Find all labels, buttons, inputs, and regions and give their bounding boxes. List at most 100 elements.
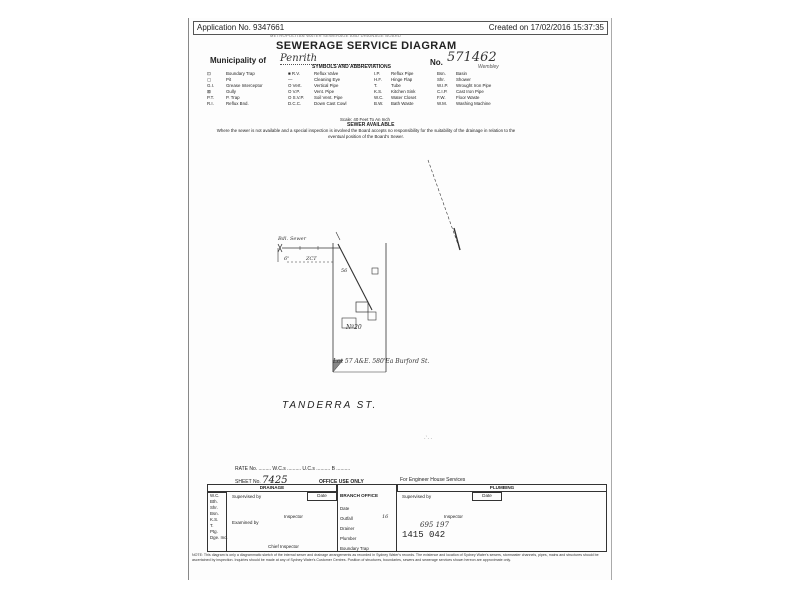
legend-code: G.I. [207,83,215,88]
left-row-label: W.C. [210,493,220,498]
drainage-heading: DRAINAGE [207,484,337,492]
drainage-date-label: Date [307,492,337,501]
branch-office-col [337,484,397,552]
legend-item: Grease Interceptor [226,83,263,88]
legend-code: P.T. [207,95,214,100]
created-timestamp: Created on 17/02/2016 15:37:35 [488,23,604,32]
municipality-value: Penrith [280,53,380,65]
legend-code: K.S. [374,89,383,94]
legend-item: Floor Waste [456,95,480,100]
legend-col-1: Boundary Trap Pit Grease Interceptor Gul… [226,71,263,107]
legend-code: F.W. [437,95,446,100]
sheet-value: 7425 [262,475,288,486]
legend-code: W.I.P. [437,83,449,88]
house-outline [355,301,369,313]
office-use-label: OFFICE USE ONLY [318,479,364,485]
legend-item: Cast Iron Pipe [456,89,484,94]
legend-item: Gully [226,89,237,94]
sewer-label: Sewer [290,236,307,242]
legend-item: Reflux Bnd. [226,101,249,106]
inspector-label: Inspector [284,514,303,519]
legend-item: Boundary Trap [226,71,255,76]
north-arrow [427,159,461,251]
municipality-label: Municipality of [210,56,266,65]
authority-line: METROPOLITAN WATER SEWERAGE AND DRAINAGE… [270,33,402,38]
legend-code: C.I.P. [437,89,448,94]
legend-codes-4: Bsn. Shr. W.I.P. C.I.P. F.W. W.M. [437,71,448,107]
number-upper: 695 197 [420,521,449,529]
legend-item: Cleaning Eye [314,77,341,82]
legend-item: Vertical Pipe [314,83,339,88]
left-row-label: Dge. Inc. [210,535,228,540]
legend-code: T. [374,83,378,88]
legend-code: ■ R.V. [288,71,301,76]
left-row-label: Bth. [210,499,218,504]
legend-code: W.C. [374,95,384,100]
legend-item: Wrought Iron Pipe [456,83,492,88]
sewer-dim-label: Bdl. [278,236,289,242]
branch-row: Boundary Trap [340,546,369,551]
legend-code: Bsn. [437,71,446,76]
lot-address: Lot 57 A&E. 580'Ea Burford St. [333,358,430,365]
legend-code: R.I. [207,101,214,106]
legend-codes-3: I.P. H.F. T. K.S. W.C. B.W. [374,71,384,107]
sheet-number-row: SHEET No. 7425 OFFICE USE ONLY [235,475,364,486]
legend-col-3: Reflux Pipe Hinge Flap Tube Kitchen Sink… [391,71,416,107]
street-name: TANDERRA ST. [282,400,378,411]
house-number: Nº20 [346,324,362,331]
legend-code: Shr. [437,77,445,82]
number-extra: Wembley [478,64,499,70]
left-rows-col [207,492,227,552]
plumbing-supervised-label: Supervised by [402,494,432,499]
legend-item: Washing Machine [456,101,491,106]
legend-codes-2: ■ R.V. — O Vert. O V.P. O S.V.P. D.C.C. [288,71,304,107]
branch-rows: Date Outfall Drainer Plumber Boundary Tr… [340,504,369,554]
legend-col-4: Basin Shower Wrought Iron Pipe Cast Iron… [456,71,491,107]
sheet-label: SHEET No. [235,479,261,485]
plumbing-inspector-label: Inspector [444,514,463,519]
disclaimer-note: Where the sewer is not available and a s… [216,128,516,139]
length-label: 56 [341,268,348,274]
legend-codes-1: ⊡ ▢ G.I. ⊠ P.T. R.I. [207,71,214,107]
legend-item: Shower [456,77,471,82]
chief-inspector-label: Chief Inspector [268,544,299,549]
branch-row: Date [340,506,350,511]
examined-by-label: Examined by [232,520,259,525]
legend-code: O S.V.P. [288,95,305,100]
left-row-label: K.S. [210,517,219,522]
pipe-type-label: ZCT [306,256,317,262]
legend-item: Tube [391,83,401,88]
legend-code: B.W. [374,101,384,106]
legend-code: H.F. [374,77,382,82]
left-row-label: Bsn. [210,511,219,516]
symbols-heading: SYMBOLS AND ABBREVIATIONS [312,64,391,70]
legend-item: Reflux Valve [314,71,339,76]
branch-office-label: BRANCH OFFICE [340,493,379,498]
legend-item: Vent. Pipe [314,89,335,94]
footer-note: NOTE: This diagram is only a diagrammati… [192,553,599,562]
plumbing-heading: PLUMBING [397,484,607,492]
legend-item: Bath Waste [391,101,414,106]
house-drain-line [337,243,373,311]
application-number: Application No. 9347661 [197,23,285,32]
legend-col-2: Reflux Valve Cleaning Eye Vertical Pipe … [314,71,346,107]
legend-code: D.C.C. [288,101,302,106]
legend-item: P. Trap [226,95,240,100]
plumbing-date-label: Date [472,492,502,501]
legend-code: ⊡ [207,71,211,76]
legend-code: W.M. [437,101,447,106]
left-row-label: T. [210,523,214,528]
scale-note: Scale: 40 Feet To An Inch [340,117,390,122]
diagram-title: SEWERAGE SERVICE DIAGRAM [276,40,457,52]
legend-code: ▢ [207,77,212,82]
outfall-value: 16 [382,514,389,520]
legend-item: Pit [226,77,232,82]
supervised-by-label: Supervised by [232,494,262,499]
branch-row: Outfall [340,516,353,521]
number-value: 571462 [447,50,497,65]
branch-row: Drainer [340,526,355,531]
legend-code: — [288,77,293,82]
legend-item: Soil Vent. Pipe [314,95,343,100]
legend-item: Basin [456,71,467,76]
